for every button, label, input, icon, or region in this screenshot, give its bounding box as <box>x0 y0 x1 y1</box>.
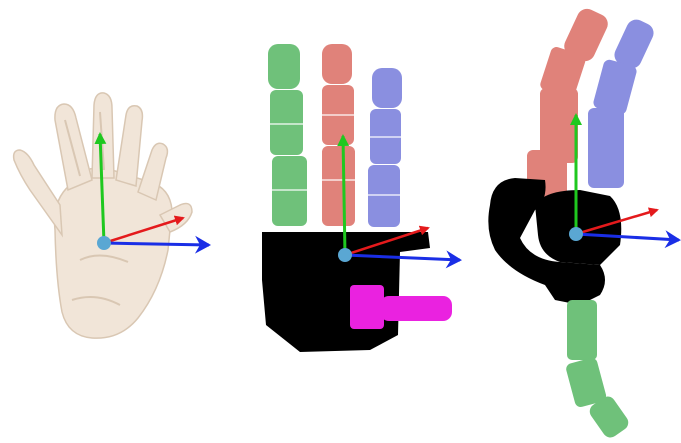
y-axis-arrow <box>343 136 345 255</box>
robot-hand-front-panel <box>262 44 460 352</box>
finger-green <box>268 44 307 226</box>
robot-thumb-side <box>565 300 632 441</box>
robot-fingers-side <box>527 6 657 200</box>
robot-fingers-front <box>268 44 402 227</box>
human-hand-panel <box>14 93 209 338</box>
robot-thumb-front <box>350 285 452 329</box>
frame-origin <box>569 227 583 241</box>
robot-hand-side-panel <box>488 6 679 441</box>
frame-origin <box>97 236 111 250</box>
robot-base-side <box>488 178 621 305</box>
finger-blue <box>368 68 402 227</box>
frame-origin <box>338 248 352 262</box>
z-axis-arrow <box>104 243 209 245</box>
finger-red <box>322 44 355 226</box>
